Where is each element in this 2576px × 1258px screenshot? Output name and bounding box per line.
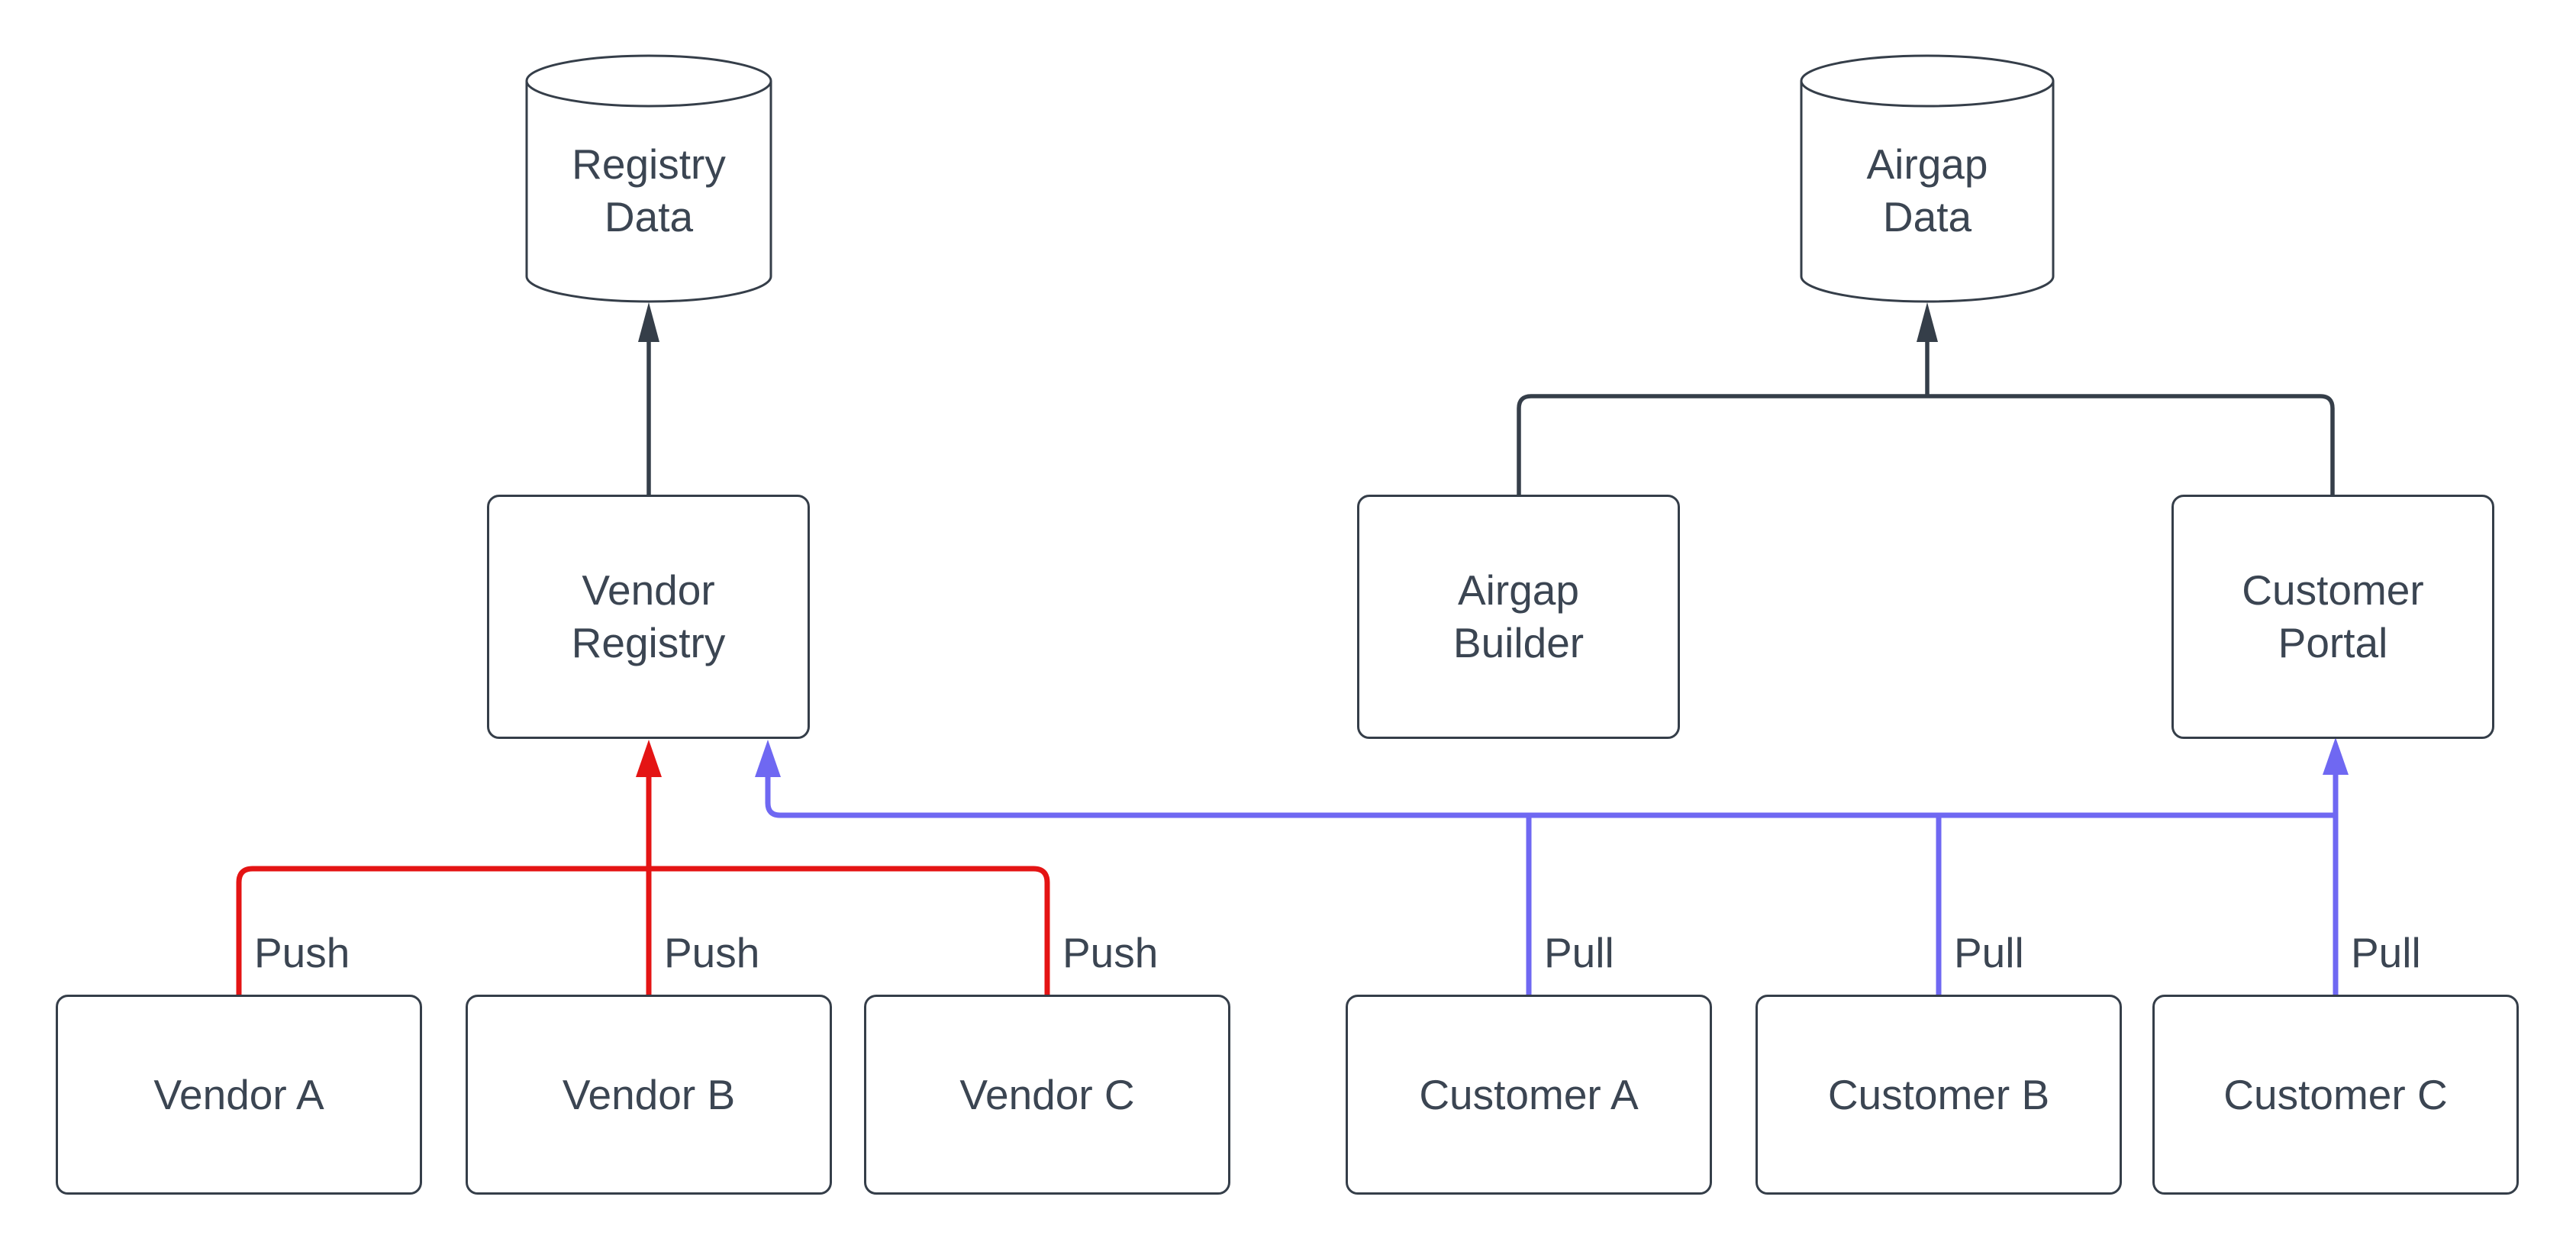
arrowhead-airgap-data <box>1917 302 1938 342</box>
cylinder-body <box>525 81 772 303</box>
label-line: Vendor <box>582 566 715 614</box>
datastore-airgap-data <box>1800 54 2055 303</box>
cylinder-top <box>1800 54 2055 108</box>
edge-pull-trunk <box>765 776 2336 818</box>
edge-label-pull-customer-b: Pull <box>1954 929 2024 976</box>
label-line: Builder <box>1452 619 1585 666</box>
edge-label-push-vendor-a: Push <box>254 929 350 976</box>
node-vendor-c: Vendor C <box>864 995 1230 1195</box>
arrowhead-pull-customer-portal <box>2323 737 2349 775</box>
label-line: Registry <box>572 140 726 189</box>
node-vendor-registry: Vendor Registry <box>487 495 810 739</box>
cylinder-body <box>1800 81 2055 303</box>
label-line: Customer <box>2242 566 2424 614</box>
datastore-label-registry-data: Registry Data <box>527 130 771 252</box>
label-line: Airgap <box>1866 140 1988 189</box>
arrowhead-push-vendor-registry <box>636 740 662 777</box>
label-line: Customer A <box>1419 1070 1639 1118</box>
label-line: Vendor A <box>153 1070 324 1118</box>
datastore-registry-data <box>525 54 772 303</box>
edge-label-pull-customer-a: Pull <box>1544 929 1614 976</box>
node-vendor-b: Vendor B <box>466 995 832 1195</box>
node-airgap-builder: Airgap Builder <box>1357 495 1680 739</box>
arrowhead-registry-data <box>638 302 659 342</box>
label-line: Customer B <box>1827 1070 2050 1118</box>
label-line: Data <box>604 193 694 240</box>
node-customer-a: Customer A <box>1346 995 1712 1195</box>
label-line: Airgap <box>1458 566 1579 614</box>
arrowhead-pull-vendor-registry <box>755 740 781 777</box>
node-vendor-a: Vendor A <box>56 995 422 1195</box>
datastore-label-airgap-data: Airgap Data <box>1801 130 2053 252</box>
node-customer-b: Customer B <box>1755 995 2122 1195</box>
label-line: Customer C <box>2223 1070 2448 1118</box>
label-line: Portal <box>2278 619 2388 666</box>
label-line: Vendor C <box>959 1070 1135 1118</box>
node-customer-c: Customer C <box>2152 995 2519 1195</box>
edge-label-push-vendor-c: Push <box>1062 929 1159 976</box>
edge-label-push-vendor-b: Push <box>664 929 760 976</box>
edge-label-pull-customer-c: Pull <box>2351 929 2421 976</box>
label-line: Registry <box>571 619 726 666</box>
edge-builder-portal-to-airgap-data <box>1517 394 2335 495</box>
node-customer-portal: Customer Portal <box>2171 495 2494 739</box>
label-line: Data <box>1882 193 1972 240</box>
edge-vendor-a-c-trunk <box>236 866 1050 995</box>
cylinder-top <box>525 54 772 108</box>
label-line: Vendor B <box>562 1070 736 1118</box>
